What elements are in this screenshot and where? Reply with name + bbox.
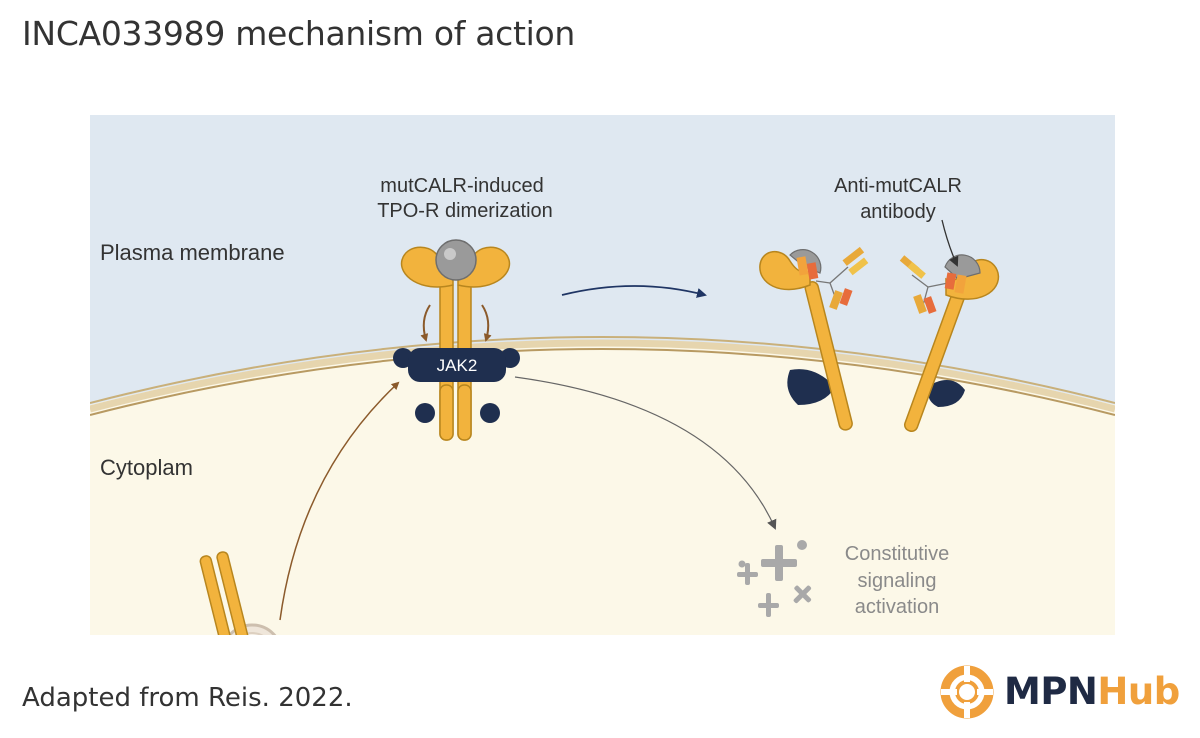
cytoplasm-label: Cytoplam [100, 455, 193, 480]
jak2-kinase [393, 348, 520, 423]
receptor-vesicle [199, 551, 277, 635]
dimerization-label-line1: mutCALR-induced [380, 175, 543, 197]
mechanism-diagram: Plasma membrane Cytoplam mutCALR-induced… [90, 115, 1115, 635]
antibody-pointer-arrow [941, 219, 959, 267]
trafficking-arrow [279, 381, 400, 621]
signaling-label-line2: signaling [858, 570, 937, 592]
mutcalr-protein [435, 239, 477, 281]
antibody-label-line2: antibody [860, 201, 936, 223]
signaling-molecules-icon [737, 540, 812, 617]
plasma-membrane [90, 336, 1115, 404]
cytoplasm-region [90, 340, 1115, 635]
lifebuoy-icon [940, 665, 994, 719]
antibody-label-line1: Anti-mutCALR [834, 175, 962, 197]
plasma-membrane-label: Plasma membrane [100, 240, 285, 265]
signaling-label-line1: Constitutive [845, 543, 950, 565]
signaling-arrow [514, 376, 777, 530]
antibody-left [796, 246, 869, 310]
transition-arrow [561, 285, 707, 298]
antibody-right [899, 255, 967, 314]
mpnhub-logo: MPNHub [938, 660, 1188, 724]
tpo-r-dimer [393, 239, 520, 441]
source-caption: Adapted from Reis. 2022. [22, 683, 353, 713]
logo-text: MPNHub [1004, 670, 1180, 713]
logo-text-mpn: MPN [1004, 670, 1098, 713]
signaling-label-line3: activation [855, 596, 940, 618]
jak2-label: JAK2 [437, 356, 478, 375]
dimerization-label-line2: TPO-R dimerization [377, 200, 553, 222]
page-title: INCA033989 mechanism of action [22, 14, 576, 53]
logo-text-hub: Hub [1097, 670, 1180, 713]
tpo-r-monomer-left [759, 249, 853, 431]
